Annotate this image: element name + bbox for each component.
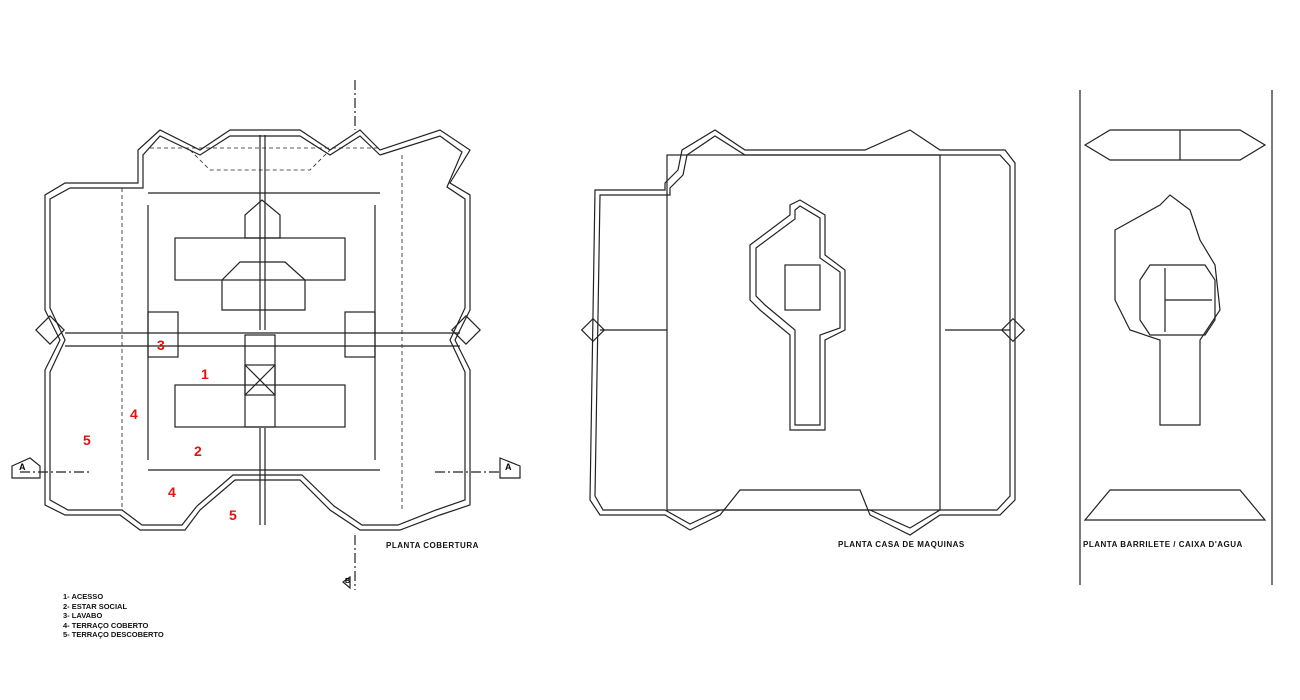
room-number-5a: 5 <box>83 432 91 448</box>
plan-casa-de-maquinas <box>580 129 1026 536</box>
room-number-4b: 4 <box>168 484 176 500</box>
plan-barrilete <box>1079 90 1273 585</box>
plan-cobertura <box>11 80 521 590</box>
section-mark-b: B <box>345 578 351 585</box>
legend-item: 2- ESTAR SOCIAL <box>63 601 128 611</box>
room-number-4a: 4 <box>130 406 138 422</box>
legend: 1- ACESSO 2- ESTAR SOCIAL 3- LAVABO 4- T… <box>63 592 164 640</box>
legend-item: 3- LAVABO <box>63 611 103 620</box>
legend-item: 4- TERRAÇO COBERTO <box>63 620 149 630</box>
section-mark-a-right: A <box>505 462 512 472</box>
legend-item: 5- TERRAÇO DESCOBERTO <box>63 630 164 639</box>
plan-title-cobertura: PLANTA COBERTURA <box>386 541 479 550</box>
plan-title-casa-de-maquinas: PLANTA CASA DE MAQUINAS <box>838 540 965 549</box>
room-number-5b: 5 <box>229 507 237 523</box>
room-number-3: 3 <box>157 337 165 353</box>
room-number-1: 1 <box>201 366 209 382</box>
legend-item: 1- ACESSO <box>63 592 104 601</box>
section-mark-a-left: A <box>19 462 26 472</box>
plan-title-barrilete: PLANTA BARRILETE / CAIXA D'AGUA <box>1083 540 1243 549</box>
room-number-2: 2 <box>194 443 202 459</box>
